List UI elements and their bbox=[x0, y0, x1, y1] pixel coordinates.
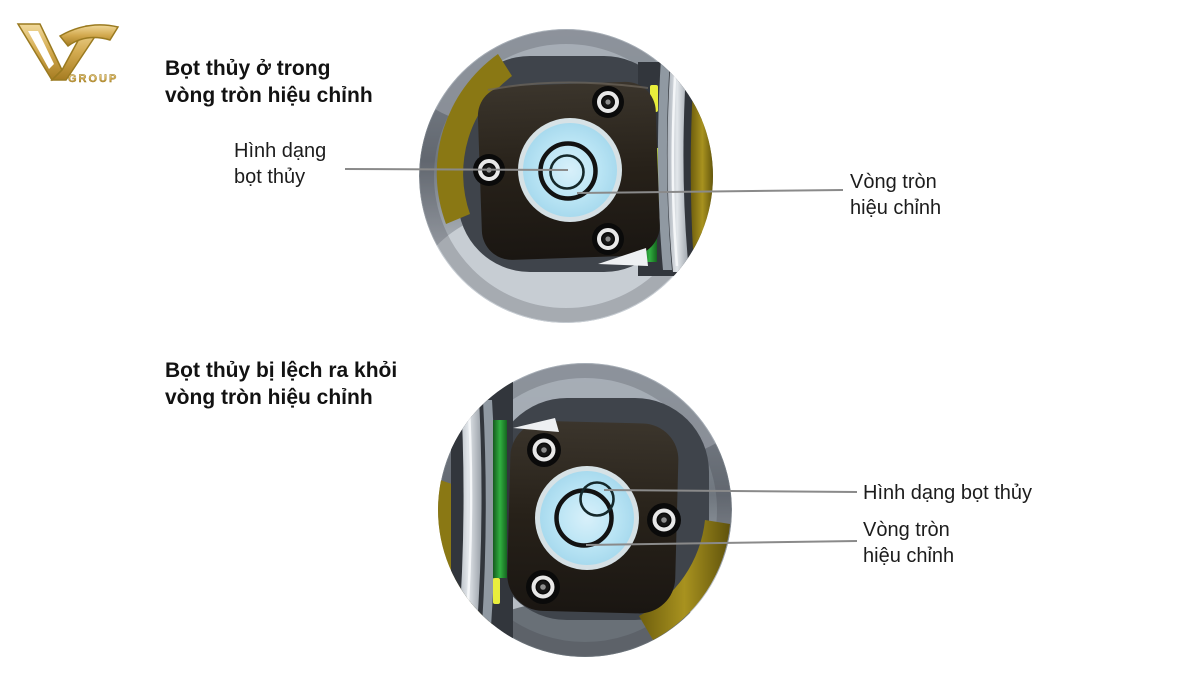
bubble-vial bbox=[523, 123, 617, 217]
section1-calibration-circle-label: Vòng tròn hiệu chỉnh bbox=[850, 169, 941, 221]
bubble-circle-offset bbox=[579, 481, 615, 517]
section2-bubble-shape-label: Hình dạng bọt thủy bbox=[863, 480, 1032, 506]
label-line: Vòng tròn bbox=[850, 171, 937, 193]
calibration-circle bbox=[538, 141, 598, 201]
screw-icon bbox=[592, 86, 624, 118]
screw-icon bbox=[527, 433, 561, 467]
screw-icon bbox=[473, 154, 505, 186]
screw-icon bbox=[526, 570, 560, 604]
label-line: Vòng tròn bbox=[863, 519, 950, 541]
label-line: hiệu chỉnh bbox=[850, 197, 942, 219]
label-line: Hình dạng bọt thủy bbox=[863, 482, 1033, 504]
label-line: bọt thủy bbox=[234, 166, 306, 188]
section1-heading-line1: Bọt thủy ở trong bbox=[165, 57, 331, 80]
section2-heading-line2: vòng tròn hiệu chỉnh bbox=[165, 386, 373, 409]
section1-heading: Bọt thủy ở trong vòng tròn hiệu chỉnh bbox=[165, 55, 373, 109]
section1-heading-line2: vòng tròn hiệu chỉnh bbox=[165, 84, 373, 107]
label-line: Hình dạng bbox=[234, 140, 327, 162]
vt-group-logo: GROUP bbox=[16, 23, 120, 85]
yellow-tick bbox=[493, 578, 500, 604]
section2-heading: Bọt thủy bị lệch ra khỏi vòng tròn hiệu … bbox=[165, 357, 397, 411]
vt-monogram bbox=[16, 23, 120, 82]
screw-icon bbox=[592, 223, 624, 255]
metal-strip bbox=[457, 366, 482, 654]
label-line: hiệu chỉnh bbox=[863, 545, 955, 567]
green-strip bbox=[493, 420, 507, 578]
section2-heading-line1: Bọt thủy bị lệch ra khỏi bbox=[165, 359, 398, 382]
photo-bubble-centered bbox=[419, 29, 713, 323]
section2-calibration-circle-label: Vòng tròn hiệu chỉnh bbox=[863, 517, 954, 569]
photo-bubble-offset bbox=[438, 363, 732, 657]
gold-band bbox=[690, 78, 713, 274]
gold-crescent bbox=[639, 520, 730, 640]
gold-crescent bbox=[436, 54, 512, 224]
section1-bubble-shape-label: Hình dạng bọt thủy bbox=[234, 138, 326, 190]
bubble-circle bbox=[549, 154, 585, 190]
logo-group-text: GROUP bbox=[68, 73, 118, 85]
screw-icon bbox=[647, 503, 681, 537]
